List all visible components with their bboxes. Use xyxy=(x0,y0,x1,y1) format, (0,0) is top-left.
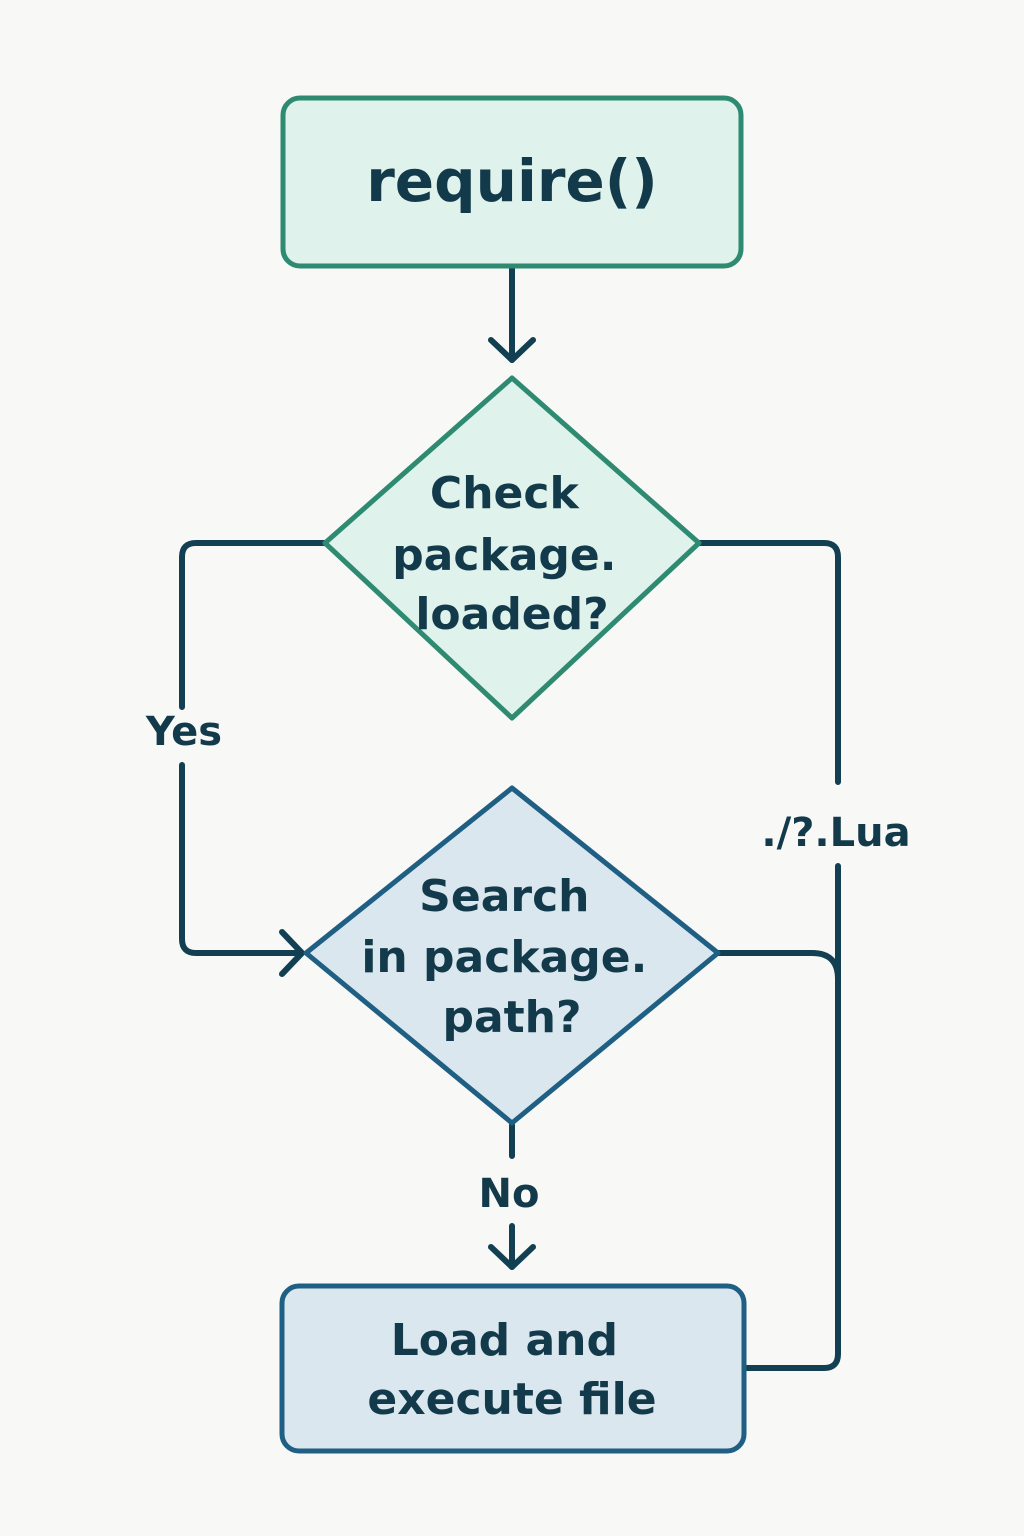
load-execute-node-label: Load and execute file xyxy=(367,1315,656,1425)
start-node-label: require() xyxy=(366,147,658,215)
connector-search-right-branch xyxy=(715,950,841,982)
arrow-down-to-check xyxy=(488,337,536,363)
check-loaded-decision-label: Check package. loaded? xyxy=(392,468,632,640)
search-line-2: in package. xyxy=(361,932,647,983)
load-line-2: execute file xyxy=(367,1374,656,1425)
check-line-2: package. xyxy=(392,530,616,581)
path-edge-label: ./?.Lua xyxy=(761,810,910,856)
yes-edge-label: Yes xyxy=(145,709,222,755)
arrow-right-to-search xyxy=(279,929,305,977)
search-path-decision xyxy=(303,785,721,1126)
arrow-down-to-load xyxy=(488,1244,536,1270)
load-line-1: Load and xyxy=(391,1315,618,1366)
no-edge-label: No xyxy=(479,1171,540,1217)
load-execute-node xyxy=(279,1283,747,1454)
search-line-1: Search xyxy=(419,871,589,922)
check-line-1: Check xyxy=(430,468,581,519)
search-path-decision-label: Search in package. path? xyxy=(361,871,662,1043)
check-loaded-decision xyxy=(322,375,702,721)
search-line-3: path? xyxy=(442,992,581,1043)
start-node xyxy=(280,95,744,269)
connector-check-right-side xyxy=(696,540,841,1371)
connector-yes-path xyxy=(179,540,328,956)
check-line-3: loaded? xyxy=(415,589,608,640)
